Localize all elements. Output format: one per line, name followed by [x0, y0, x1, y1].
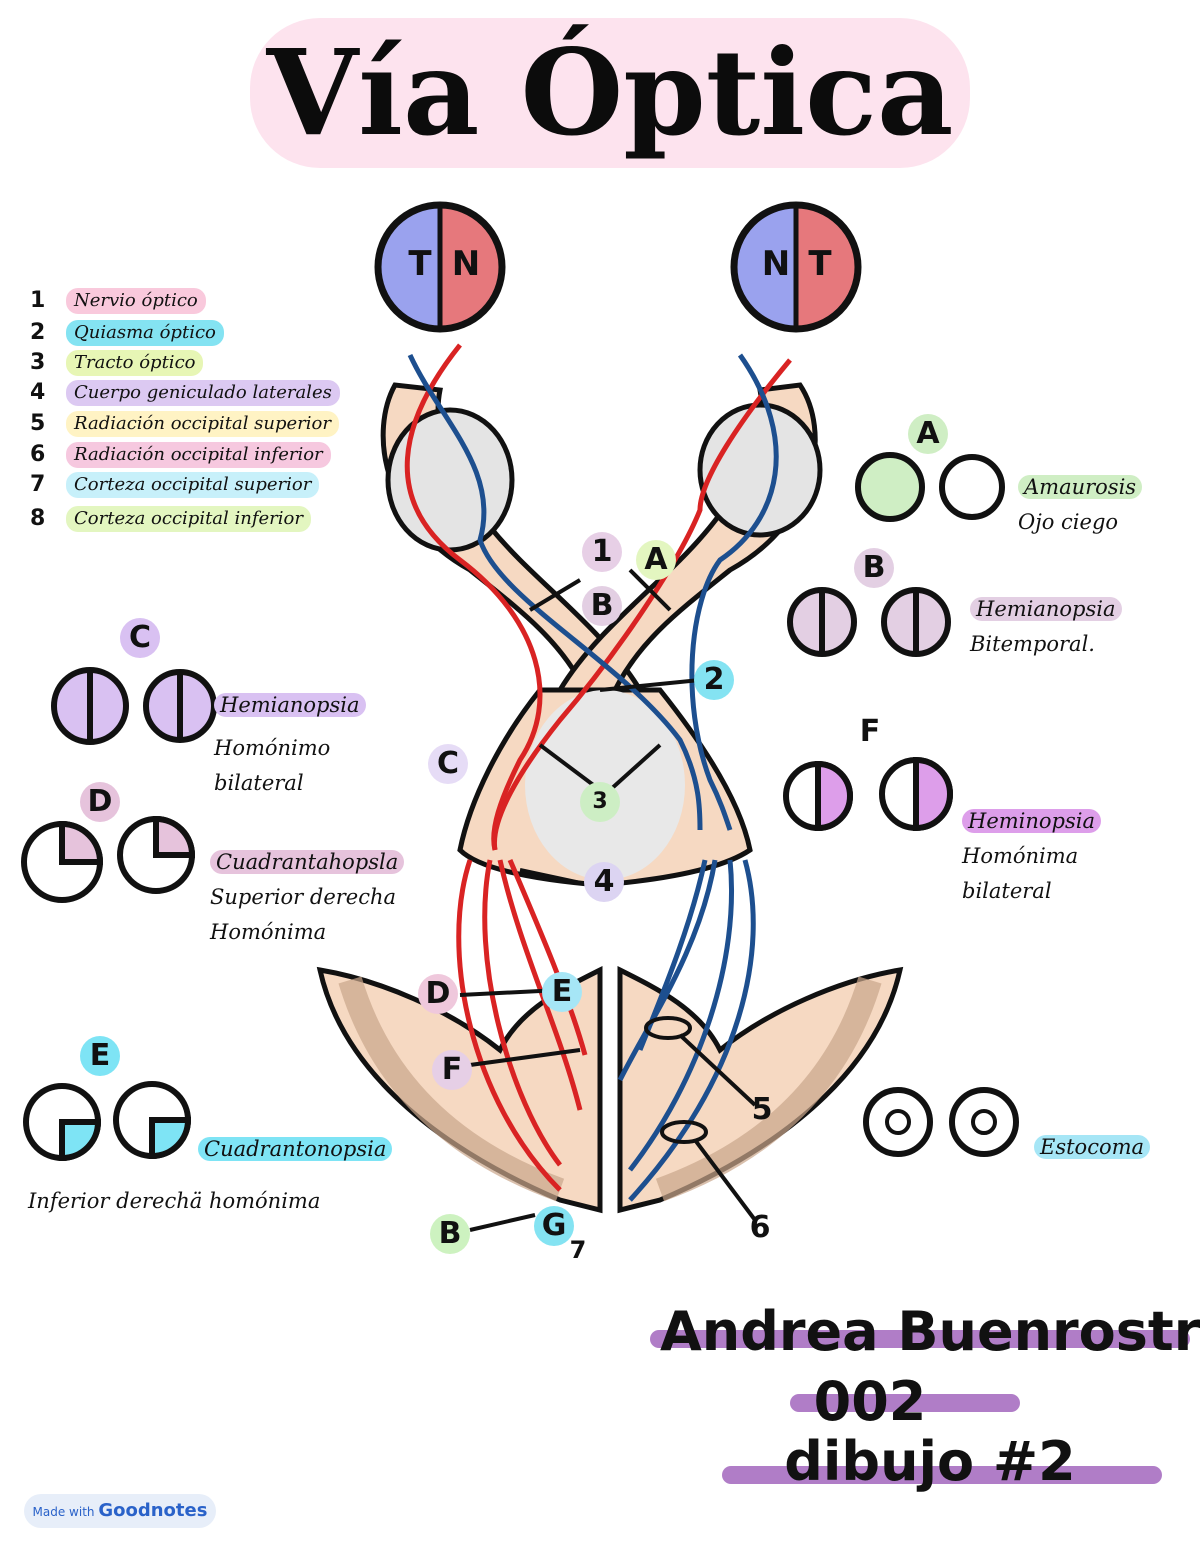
red-pathways [404, 343, 792, 1192]
marker-D: D [418, 974, 458, 1014]
marker-5: 5 [751, 1092, 773, 1127]
marker-7: 7 [569, 1236, 587, 1264]
watermark-brand: Goodnotes [98, 1500, 208, 1521]
note-E-line2: Inferior derechä homónima [28, 1189, 321, 1213]
signature-highlight-3 [722, 1466, 1162, 1484]
note-F: Heminopsia Homónima bilateral [962, 804, 1101, 909]
eye-left-nasal-half [440, 205, 502, 329]
marker-1: 1 [582, 532, 622, 572]
lesion-B-letter: B [854, 548, 894, 588]
red-path-right-nasal [491, 358, 792, 851]
red-radiation-4 [507, 859, 588, 1056]
lesion-E-letter: E [80, 1036, 120, 1076]
marker-F: F [432, 1050, 472, 1090]
red-path-left-temporal [404, 343, 543, 851]
marker-B: B [582, 586, 622, 626]
cortex-band-left [338, 976, 565, 1202]
note-O: Estocoma [1034, 1130, 1151, 1165]
eye-left-temporal-half [378, 205, 440, 329]
note-D: Cuadrantahopsla Superior derecha Homónim… [210, 845, 405, 950]
red-radiation-3 [497, 859, 583, 1111]
signature-highlight-1 [650, 1330, 1190, 1348]
lesion-F-letter: F [859, 714, 881, 749]
marker-3: 3 [580, 782, 620, 822]
visual-fields [21, 452, 1019, 1162]
lesion-C-letter: C [120, 618, 160, 658]
eye-left-nasal-label: N [451, 244, 481, 284]
goodnotes-watermark: Made with Goodnotes [24, 1494, 216, 1528]
marker-G: G [534, 1206, 574, 1246]
eye-right-temporal-label: T [808, 244, 832, 284]
marker-2: 2 [694, 660, 734, 700]
cortex-band-right [655, 976, 882, 1202]
marker-6: 6 [749, 1210, 771, 1245]
page-title: Vía Óptica [250, 18, 970, 168]
red-radiation-1 [456, 859, 562, 1192]
lesion-lines [459, 568, 757, 1232]
note-C: Hemianopsia Homónimo bilateral [214, 688, 366, 801]
blue-path-right-temporal [689, 353, 779, 831]
note-B: Hemianopsia Bitemporal. [970, 592, 1122, 662]
field-A-left [855, 452, 925, 522]
note-A: Amaurosis Ojo ciego [1018, 470, 1143, 540]
marker-A: A [636, 540, 676, 580]
signature-highlight-2 [790, 1394, 1020, 1412]
eye-left-temporal-label: T [408, 244, 432, 284]
blue-radiation-1 [628, 859, 756, 1202]
note-E-line1: Cuadrantonopsia [198, 1132, 393, 1167]
red-radiation-2 [482, 859, 562, 1167]
field-A-right [939, 454, 1005, 520]
signature-code: 002 [813, 1370, 927, 1433]
eye-right-nasal-half [734, 205, 796, 329]
lesion-D-letter: D [80, 782, 120, 822]
signature-name: Andrea Buenrostro [660, 1300, 1200, 1363]
signature-drawing: dibujo #2 [784, 1430, 1076, 1493]
blue-radiation-2 [628, 859, 735, 1172]
eye-right-temporal-half [796, 205, 858, 329]
eye-left [374, 201, 506, 333]
marker-4: 4 [584, 862, 624, 902]
lesion-A-letter: A [908, 414, 948, 454]
watermark-prefix: Made with [32, 1505, 95, 1519]
blue-radiation-3 [617, 859, 718, 1082]
marker-B-cortex: B [430, 1214, 470, 1254]
eye-right-nasal-label: N [761, 244, 791, 284]
eye-right [730, 201, 862, 333]
marker-C: C [428, 744, 468, 784]
marker-E: E [542, 972, 582, 1012]
